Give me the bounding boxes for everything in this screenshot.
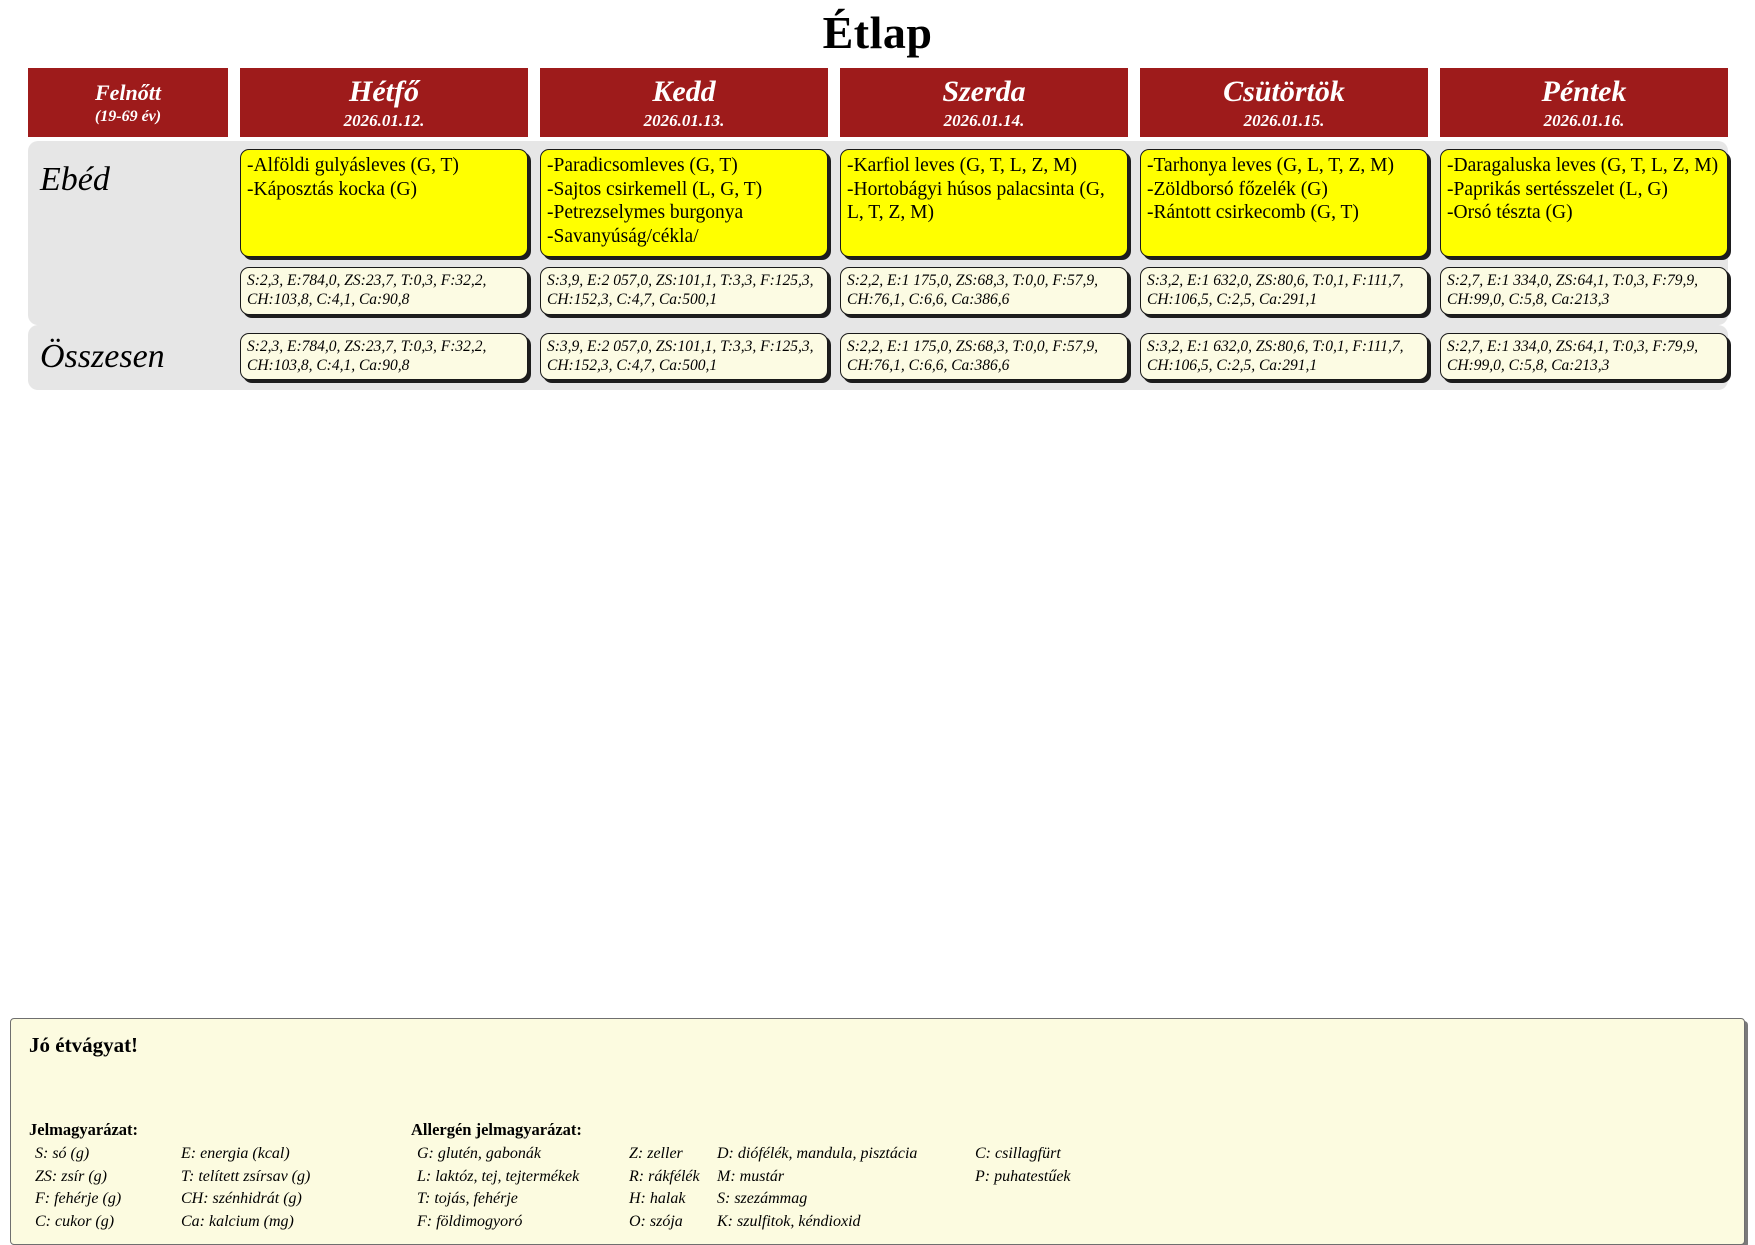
meal-cell-friday: -Daragaluska leves (G, T, L, Z, M) -Papr…	[1440, 148, 1728, 315]
legend-item: ZS: zsír (g)	[35, 1167, 108, 1185]
totals-nutrition-friday: S:2,7, E:1 334,0, ZS:64,1, T:0,3, F:79,9…	[1440, 332, 1728, 381]
bon-appetit-text: Jó étvágyat!	[29, 1033, 139, 1057]
allergen-item: M: mustár	[717, 1167, 785, 1185]
dish-item: -Hortobágyi húsos palacsinta (G, L, T, Z…	[847, 178, 1105, 224]
nutrition-legend-col1: Jelmagyarázat: S: só (g) ZS: zsír (g) F:…	[29, 1120, 175, 1234]
legend-item: E: energia (kcal)	[181, 1145, 290, 1162]
nutrition-box-friday: S:2,7, E:1 334,0, ZS:64,1, T:0,3, F:79,9…	[1440, 266, 1728, 315]
day-date-friday: 2026.01.16.	[1543, 110, 1625, 130]
dish-item: -Savanyúság/cékla/	[547, 226, 699, 248]
allergen-legend-col3: D: diófélék, mandula, pisztácia M: mustá…	[711, 1120, 969, 1234]
header-cell-friday: Péntek 2026.01.16.	[1440, 68, 1728, 137]
allergen-item: Z: zeller	[629, 1145, 683, 1162]
allergen-item: F: földimogyoró	[417, 1213, 523, 1231]
dish-item: -Sajtos csirkemell (L, G, T)	[547, 178, 763, 200]
day-date-monday: 2026.01.12.	[343, 110, 425, 130]
nutrition-legend-heading: Jelmagyarázat:	[29, 1120, 139, 1139]
nutrition-box-wednesday: S:2,2, E:1 175,0, ZS:68,3, T:0,0, F:57,9…	[840, 266, 1128, 315]
legend-item: T: telített zsírsav (g)	[181, 1167, 311, 1185]
dish-box-friday: -Daragaluska leves (G, T, L, Z, M) -Papr…	[1440, 148, 1728, 257]
dish-item: -Alföldi gulyásleves (G, T)	[247, 154, 459, 176]
day-name-thursday: Csütörtök	[1223, 75, 1345, 108]
dish-box-monday: -Alföldi gulyásleves (G, T) -Káposztás k…	[240, 148, 528, 257]
allergen-item: H: halak	[629, 1190, 686, 1208]
legend-item: S: só (g)	[35, 1145, 90, 1162]
dish-item: -Rántott csirkecomb (G, T)	[1147, 202, 1359, 224]
dish-item: -Káposztás kocka (G)	[247, 178, 418, 200]
table-header-row: Felnőtt (19-69 év) Hétfő 2026.01.12. Ked…	[28, 68, 1728, 137]
totals-nutrition-thursday: S:3,2, E:1 632,0, ZS:80,6, T:0,1, F:111,…	[1140, 332, 1428, 381]
allergen-item: G: glutén, gabonák	[417, 1145, 541, 1162]
dish-box-wednesday: -Karfiol leves (G, T, L, Z, M) -Hortobág…	[840, 148, 1128, 257]
allergen-item: K: szulfitok, kéndioxid	[717, 1213, 861, 1231]
footer-legend-panel: Jó étvágyat! Jelmagyarázat: S: só (g) ZS…	[10, 1018, 1745, 1245]
group-label: Felnőtt	[94, 79, 161, 105]
menu-table: Felnőtt (19-69 év) Hétfő 2026.01.12. Ked…	[28, 68, 1728, 391]
page-title: Étlap	[822, 7, 933, 58]
allergen-item: C: csillagfürt	[975, 1145, 1061, 1162]
day-name-tuesday: Kedd	[652, 75, 716, 108]
totals-label: Összesen	[40, 337, 165, 375]
dish-box-tuesday: -Paradicsomleves (G, T) -Sajtos csirkeme…	[540, 148, 828, 257]
meal-cell-thursday: -Tarhonya leves (G, L, T, Z, M) -Zöldbor…	[1140, 148, 1428, 315]
dish-item: -Karfiol leves (G, T, L, Z, M)	[847, 154, 1077, 176]
allergen-item: R: rákfélék	[629, 1167, 700, 1185]
dish-item: -Daragaluska leves (G, T, L, Z, M)	[1447, 154, 1719, 176]
meal-row-lunch: Ebéd -Alföldi gulyásleves (G, T) -Káposz…	[28, 140, 1728, 325]
dish-item: -Paprikás sertésszelet (L, G)	[1447, 178, 1668, 200]
dish-box-thursday: -Tarhonya leves (G, L, T, Z, M) -Zöldbor…	[1140, 148, 1428, 257]
legend-item: Ca: kalcium (mg)	[181, 1213, 294, 1231]
totals-nutrition-tuesday: S:3,9, E:2 057,0, ZS:101,1, T:3,3, F:125…	[540, 332, 828, 381]
totals-cell-friday: S:2,7, E:1 334,0, ZS:64,1, T:0,3, F:79,9…	[1440, 332, 1728, 381]
dish-item: -Zöldborsó főzelék (G)	[1147, 178, 1328, 200]
nutrition-box-monday: S:2,3, E:784,0, ZS:23,7, T:0,3, F:32,2, …	[240, 266, 528, 315]
allergen-item: O: szója	[629, 1213, 683, 1231]
totals-nutrition-wednesday: S:2,2, E:1 175,0, ZS:68,3, T:0,0, F:57,9…	[840, 332, 1128, 381]
allergen-legend-block: Allergén jelmagyarázat: G: glutén, gabon…	[411, 1120, 1169, 1234]
allergen-legend-col1: Allergén jelmagyarázat: G: glutén, gabon…	[411, 1120, 623, 1234]
day-date-thursday: 2026.01.15.	[1243, 110, 1325, 130]
totals-cell-tuesday: S:3,9, E:2 057,0, ZS:101,1, T:3,3, F:125…	[540, 332, 828, 381]
nutrition-box-tuesday: S:3,9, E:2 057,0, ZS:101,1, T:3,3, F:125…	[540, 266, 828, 315]
allergen-item: D: diófélék, mandula, pisztácia	[717, 1145, 918, 1162]
legend-container: Jelmagyarázat: S: só (g) ZS: zsír (g) F:…	[29, 1120, 1726, 1234]
totals-cell-wednesday: S:2,2, E:1 175,0, ZS:68,3, T:0,0, F:57,9…	[840, 332, 1128, 381]
dish-item: -Paradicsomleves (G, T)	[547, 154, 738, 176]
group-age-range: (19-69 év)	[94, 107, 162, 125]
legend-item: C: cukor (g)	[35, 1213, 115, 1231]
dish-item: -Petrezselymes burgonya	[547, 202, 744, 224]
allergen-legend-heading: Allergén jelmagyarázat:	[411, 1120, 582, 1139]
allergen-legend-col2: Z: zeller R: rákfélék H: halak O: szója	[623, 1120, 711, 1234]
totals-row: Összesen S:2,3, E:784,0, ZS:23,7, T:0,3,…	[28, 324, 1728, 391]
totals-cell-monday: S:2,3, E:784,0, ZS:23,7, T:0,3, F:32,2, …	[240, 332, 528, 381]
header-cell-monday: Hétfő 2026.01.12.	[240, 68, 528, 137]
allergen-item: S: szezámmag	[717, 1190, 808, 1208]
totals-cell-thursday: S:3,2, E:1 632,0, ZS:80,6, T:0,1, F:111,…	[1140, 332, 1428, 381]
legend-item: CH: szénhidrát (g)	[181, 1190, 302, 1208]
dish-item: -Tarhonya leves (G, L, T, Z, M)	[1147, 154, 1395, 176]
header-cell-wednesday: Szerda 2026.01.14.	[840, 68, 1128, 137]
nutrition-legend-block: Jelmagyarázat: S: só (g) ZS: zsír (g) F:…	[29, 1120, 345, 1234]
totals-nutrition-monday: S:2,3, E:784,0, ZS:23,7, T:0,3, F:32,2, …	[240, 332, 528, 381]
day-name-monday: Hétfő	[349, 75, 419, 108]
legend-item: F: fehérje (g)	[35, 1190, 122, 1208]
day-date-tuesday: 2026.01.13.	[643, 110, 725, 130]
header-cell-tuesday: Kedd 2026.01.13.	[540, 68, 828, 137]
allergen-item: P: puhatestűek	[975, 1167, 1071, 1185]
day-date-wednesday: 2026.01.14.	[943, 110, 1025, 130]
meal-label-lunch: Ebéd	[40, 160, 110, 198]
day-name-friday: Péntek	[1541, 75, 1627, 108]
meal-cell-tuesday: -Paradicsomleves (G, T) -Sajtos csirkeme…	[540, 148, 828, 315]
allergen-item: L: laktóz, tej, tejtermékek	[417, 1167, 580, 1185]
allergen-legend-col4: C: csillagfürt P: puhatestűek	[969, 1120, 1169, 1234]
nutrition-box-thursday: S:3,2, E:1 632,0, ZS:80,6, T:0,1, F:111,…	[1140, 266, 1428, 315]
header-cell-group: Felnőtt (19-69 év)	[28, 68, 228, 137]
dish-item: -Orsó tészta (G)	[1447, 202, 1573, 224]
nutrition-legend-col2: E: energia (kcal) T: telített zsírsav (g…	[175, 1120, 345, 1234]
header-cell-thursday: Csütörtök 2026.01.15.	[1140, 68, 1428, 137]
meal-cell-monday: -Alföldi gulyásleves (G, T) -Káposztás k…	[240, 148, 528, 315]
day-name-wednesday: Szerda	[942, 75, 1026, 108]
meal-cell-wednesday: -Karfiol leves (G, T, L, Z, M) -Hortobág…	[840, 148, 1128, 315]
allergen-item: T: tojás, fehérje	[417, 1190, 518, 1208]
